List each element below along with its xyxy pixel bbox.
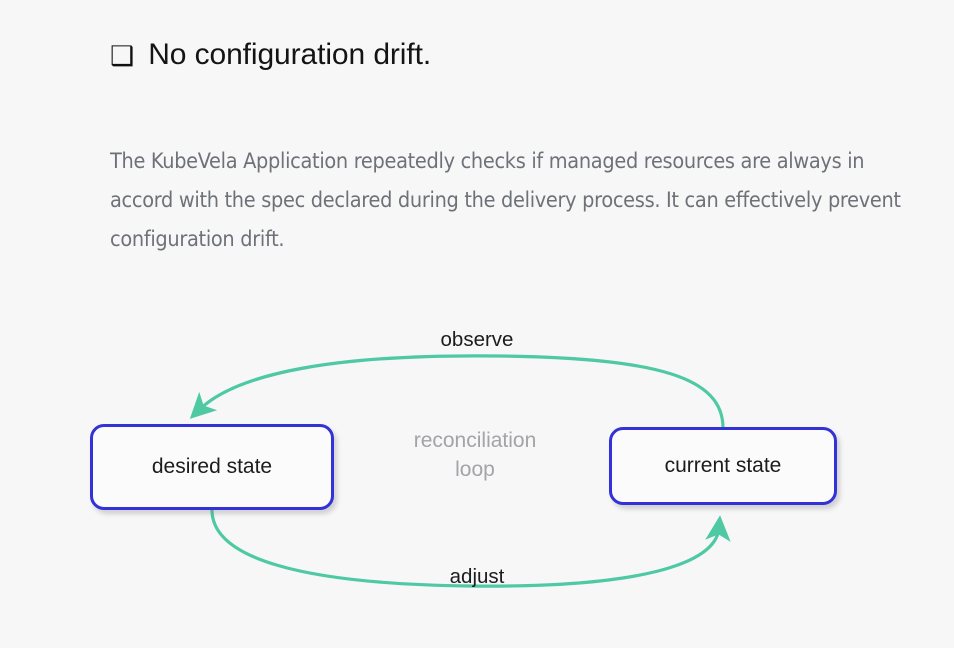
diagram-arrows-svg — [189, 354, 731, 588]
adjust-arrow-path — [210, 508, 731, 588]
ballot-box-icon: ❑ — [110, 40, 135, 71]
edge-label-adjust: adjust — [449, 565, 505, 588]
center-label-line-2: loop — [455, 458, 495, 481]
reconciliation-loop-diagram: observe adjust reconciliation loop desir… — [0, 300, 954, 630]
node-current-state[interactable]: current state — [609, 427, 837, 505]
node-desired-state-label: desired state — [151, 455, 273, 478]
page-title: No configuration drift. — [148, 38, 432, 71]
node-desired-state[interactable]: desired state — [90, 424, 334, 510]
center-label-line-1: reconciliation — [413, 429, 537, 452]
description-paragraph: The KubeVela Application repeatedly chec… — [110, 149, 901, 252]
node-current-state-label: current state — [664, 454, 782, 477]
observe-arrow-path — [189, 354, 725, 430]
page-heading: ❑ No configuration drift. — [110, 38, 431, 72]
center-label: reconciliation loop — [375, 426, 575, 484]
edge-label-observe: observe — [440, 328, 514, 351]
